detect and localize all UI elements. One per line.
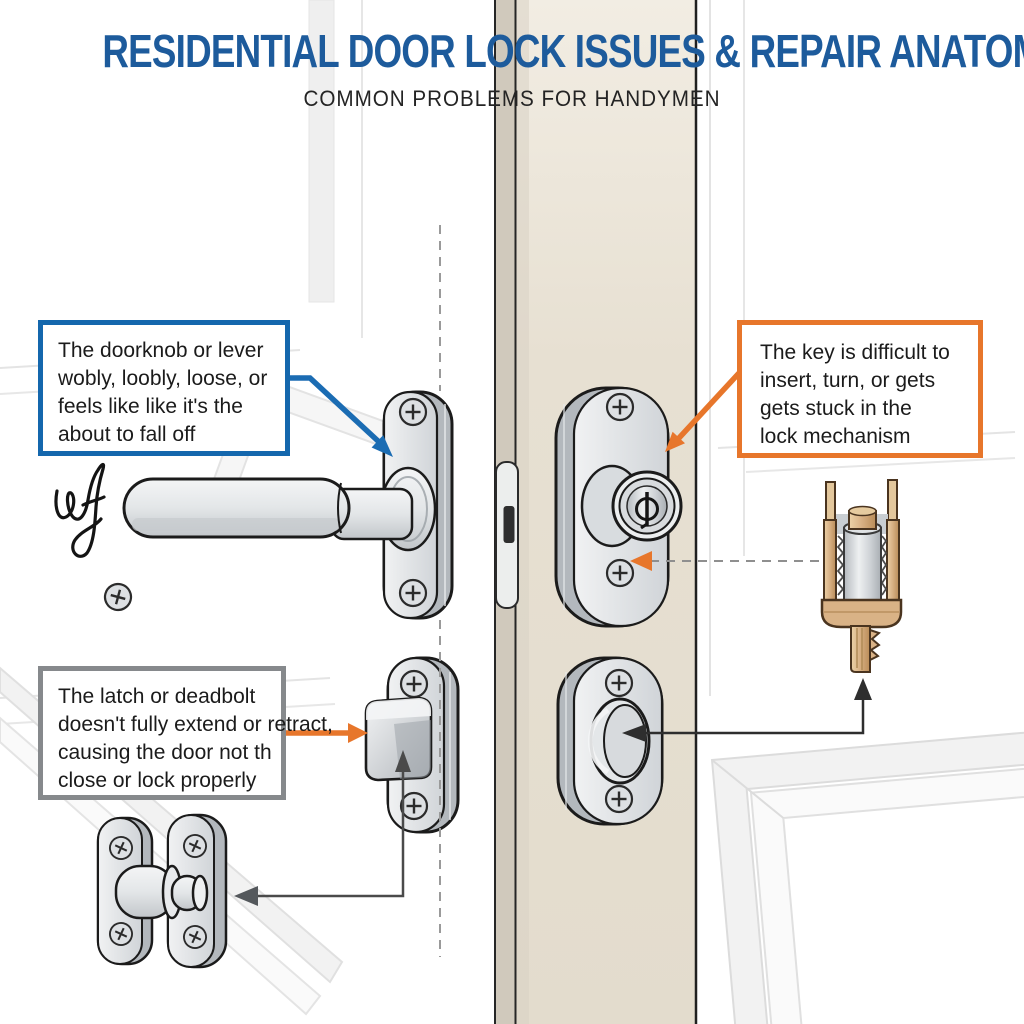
callout-sticky-key: The key is difficult to insert, turn, or…: [737, 320, 983, 458]
screw: [604, 784, 634, 814]
barrel-bolt-assembly: [96, 813, 228, 969]
callout-line: lock mechanism: [760, 425, 911, 448]
spring-pins-right: [880, 535, 888, 596]
cylinder-housing-left-wall: [823, 519, 837, 603]
callout-line: gets stuck in the: [760, 397, 912, 420]
latch-bolt-assembly: [364, 656, 460, 834]
callout-line: causing the door not th: [58, 741, 272, 764]
screw: [398, 578, 428, 608]
screw: [398, 397, 428, 427]
orange-arrow-to-latch: [281, 723, 368, 743]
screw: [605, 558, 635, 588]
callout-line: insert, turn, or gets: [760, 369, 936, 392]
dashed-pointer-deadbolt-to-cylinder: [630, 551, 826, 571]
blue-arrow-to-lever: [285, 375, 393, 457]
callout-latch-failure: The latch or deadbolt doesn't fully exte…: [38, 666, 333, 800]
callout-line: close or lock properly: [58, 769, 257, 792]
callout-line: feels like like it's the: [58, 395, 243, 418]
strike-plate: [495, 461, 519, 609]
strike-plate-latch-hole: [503, 506, 515, 543]
deadbolt-cylinder-assembly: [554, 386, 683, 628]
lock-cylinder-cutaway: [820, 479, 903, 673]
orange-arrowhead: [630, 551, 652, 571]
connector-latch-to-barrel-bolt: [234, 750, 411, 906]
thumbturn-plate-assembly: [556, 656, 664, 826]
callout-line: The latch or deadbolt: [58, 685, 256, 708]
orange-arrow-to-cylinder: [665, 369, 743, 452]
page-title: RESIDENTIAL DOOR LOCK ISSUES & REPAIR AN…: [102, 25, 1024, 77]
keyhole-icon: [635, 492, 659, 530]
cylinder-plug: [843, 527, 882, 601]
callout-line: The key is difficult to: [760, 341, 950, 364]
key: [850, 625, 881, 673]
left-arrowhead: [622, 724, 646, 742]
page-subtitle: COMMON PROBLEMS FOR HANDYMEN: [303, 86, 721, 111]
screw: [604, 668, 634, 698]
connector-thumbturn-to-key: [622, 678, 872, 742]
loose-screw: [100, 579, 136, 615]
callout-line: wobly, loobly, loose, or: [58, 367, 268, 390]
screw: [605, 392, 635, 422]
lever-handle-assembly: [122, 390, 454, 620]
callout-line: doesn't fully extend or retract,: [58, 713, 333, 736]
spring-pins-left: [836, 535, 845, 596]
screw: [399, 669, 429, 699]
callout-wobbly-handle: The doorknob or lever wobly, loobly, loo…: [38, 320, 290, 456]
up-arrowhead: [395, 750, 411, 772]
left-arrowhead: [234, 886, 258, 906]
cylinder-housing-right-wall: [886, 519, 900, 603]
frame-corner-bottom-right: [710, 726, 1024, 1024]
callout-line: about to fall off: [58, 423, 196, 446]
cylinder-base: [820, 598, 903, 629]
screw: [399, 791, 429, 821]
callout-line: The doorknob or lever: [58, 339, 264, 362]
handwritten-scribble: [54, 462, 106, 558]
up-arrowhead: [854, 678, 872, 700]
